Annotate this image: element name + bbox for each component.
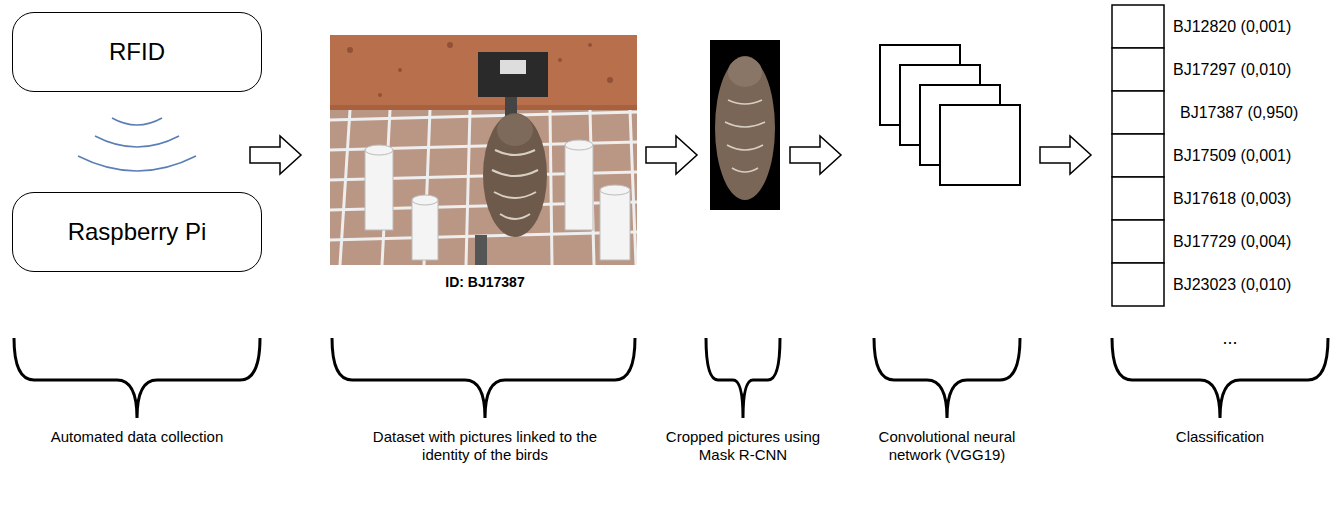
braces xyxy=(14,338,1328,418)
photo-id: ID: BJ17387 xyxy=(385,274,585,291)
class-probability: BJ12820 (0,001) xyxy=(1173,17,1291,36)
box-label: RFID xyxy=(101,38,173,66)
rounded-box: Raspberry Pi xyxy=(12,192,262,272)
output-column xyxy=(1112,5,1164,306)
box-label: Raspberry Pi xyxy=(60,218,215,246)
stage-caption: Dataset with pictures linked to the iden… xyxy=(370,428,600,464)
class-probability: BJ17509 (0,001) xyxy=(1173,146,1291,165)
class-probability: BJ23023 (0,010) xyxy=(1173,275,1291,294)
class-probability: BJ17387 (0,950) xyxy=(1180,103,1298,122)
stage-caption: Automated data collection xyxy=(12,428,262,446)
ellipsis: ... xyxy=(1210,328,1250,350)
wireless-waves xyxy=(78,118,196,171)
class-probability: BJ17618 (0,003) xyxy=(1173,189,1291,208)
bird-photo xyxy=(330,35,637,265)
rounded-box: RFID xyxy=(12,12,262,92)
class-probability: BJ17729 (0,004) xyxy=(1173,232,1291,251)
stage-caption: Cropped pictures using Mask R-CNN xyxy=(663,428,823,464)
stage-caption: Classification xyxy=(1120,428,1320,446)
cropped-bird xyxy=(710,40,780,210)
class-probability: BJ17297 (0,010) xyxy=(1173,60,1291,79)
stage-caption: Convolutional neural network (VGG19) xyxy=(860,428,1035,464)
cnn-layers xyxy=(880,45,1020,185)
